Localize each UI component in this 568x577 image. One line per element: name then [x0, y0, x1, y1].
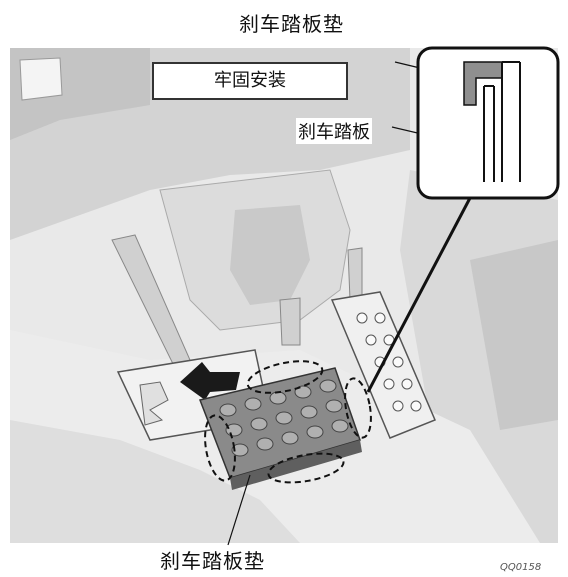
brake-pad-studs: [219, 379, 349, 457]
mount-point-right: [344, 377, 372, 439]
pad-stud: [319, 379, 337, 393]
pad-stud: [331, 419, 349, 433]
brake-pedal-label: 刹车踏板: [296, 118, 372, 144]
accelerator-stud: [365, 334, 377, 346]
pad-stud: [275, 411, 293, 425]
pad-stud: [281, 431, 299, 445]
pad-stud: [325, 399, 343, 413]
accelerator-pedal-studs: [356, 312, 422, 412]
secure-install-callout: 牢固安装: [152, 62, 348, 100]
accelerator-stud: [356, 312, 368, 324]
direction-arrow-icon: [180, 362, 240, 400]
brake-pad-bottom-label: 刹车踏板垫: [160, 549, 265, 573]
pad-stud: [256, 437, 274, 451]
dashboard-switch: [19, 57, 63, 101]
floor-shadow: [10, 420, 300, 543]
pad-stud: [306, 425, 324, 439]
brake-pedal-arm: [279, 297, 301, 346]
detail-leader: [366, 197, 472, 393]
right-panel-shadow: [470, 240, 558, 430]
plate-cutout: [139, 381, 169, 426]
bottom-label-leader: [227, 474, 251, 546]
accelerator-pedal-arm: [347, 247, 363, 301]
detail-inset: [416, 46, 560, 200]
pad-stud: [231, 443, 249, 457]
accelerator-stud: [383, 378, 395, 390]
pad-stud: [244, 397, 262, 411]
mount-point-left: [204, 414, 236, 482]
accelerator-stud: [401, 378, 413, 390]
accelerator-stud: [392, 400, 404, 412]
column-housing: [230, 205, 310, 305]
pad-stud: [294, 385, 312, 399]
accelerator-stud: [374, 312, 386, 324]
pad-stud: [300, 405, 318, 419]
figure-code: QQ0158: [500, 562, 542, 573]
pad-stud: [269, 391, 287, 405]
mount-point-bottom: [267, 452, 345, 484]
accelerator-stud: [410, 400, 422, 412]
pad-stud: [225, 423, 243, 437]
pad-stud: [250, 417, 268, 431]
brake-pedal-pad-edge: [230, 440, 362, 490]
accelerator-stud: [392, 356, 404, 368]
mount-point-markers: [204, 360, 372, 484]
mount-point-top: [246, 360, 324, 394]
brake-pad-title-label: 刹车踏板垫: [239, 12, 344, 36]
pad-stud: [219, 403, 237, 417]
